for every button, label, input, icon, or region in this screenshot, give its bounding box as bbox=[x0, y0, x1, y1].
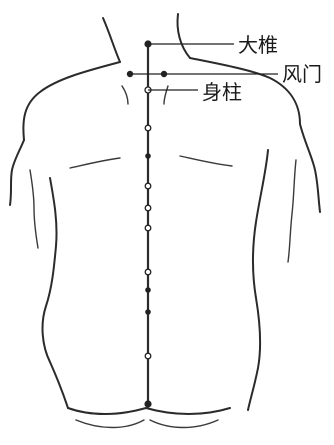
spine-point bbox=[145, 225, 151, 231]
left-arm-contour bbox=[10, 140, 24, 205]
left-flank-contour bbox=[43, 178, 68, 408]
fengmen-label: 风门 bbox=[282, 62, 322, 86]
spine-point bbox=[145, 287, 151, 293]
neck-right-contour bbox=[178, 14, 191, 58]
dazhui-label: 大椎 bbox=[238, 33, 278, 57]
gluteal-curve-left bbox=[76, 420, 144, 428]
spine-point bbox=[145, 205, 151, 211]
right-arm-contour bbox=[300, 124, 320, 212]
spine-end-point bbox=[144, 400, 151, 407]
right-scapula-line bbox=[180, 156, 232, 166]
spine-point bbox=[145, 353, 151, 359]
spine-point bbox=[145, 183, 151, 189]
spine-point bbox=[145, 269, 151, 275]
shenzhu-label: 身柱 bbox=[202, 80, 242, 104]
neck-left-contour bbox=[103, 18, 120, 62]
right-arm-inner-contour bbox=[288, 160, 296, 262]
spine-point bbox=[145, 125, 151, 131]
left-shoulder-contour bbox=[23, 62, 120, 140]
right-flank-contour bbox=[248, 150, 268, 410]
spine-point bbox=[145, 309, 151, 315]
left-scapula-line bbox=[70, 158, 120, 168]
right-shoulder-blade-ridge bbox=[164, 86, 168, 104]
left-arm-inner-contour bbox=[30, 170, 38, 248]
left-shoulder-blade-ridge bbox=[122, 86, 128, 104]
spine-point bbox=[145, 153, 151, 159]
gluteal-curve-right bbox=[150, 420, 218, 428]
buttocks-contour bbox=[68, 408, 230, 414]
